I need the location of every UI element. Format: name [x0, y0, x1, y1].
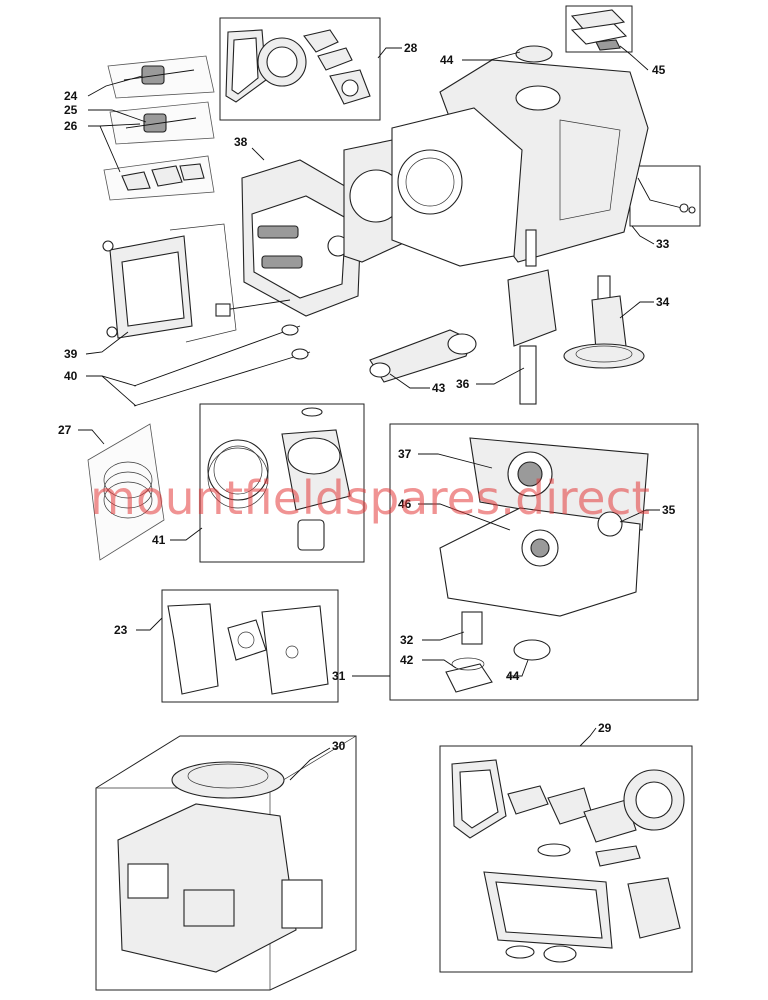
pushrods-40: [133, 324, 311, 407]
callout-41: 41: [152, 533, 166, 547]
crankshaft-36: [507, 229, 557, 405]
rocker-cover-39: [102, 223, 237, 343]
gasket-set-box-29: [439, 745, 693, 973]
callout-numbers: 24 25 26 28 44 45 38 33 34 39 40 43 36 2…: [58, 41, 676, 753]
connecting-rod-43: [369, 329, 477, 383]
callout-34: 34: [656, 295, 670, 309]
callout-38: 38: [234, 135, 248, 149]
gasket-set-box-28: [219, 17, 381, 121]
breather-box-33: [629, 165, 701, 227]
callout-28: 28: [404, 41, 418, 55]
callout-33: 33: [656, 237, 670, 251]
leader-lines: [78, 45, 660, 781]
callout-24: 24: [64, 89, 78, 103]
callout-35: 35: [662, 503, 676, 517]
rocker-arm-kit-26: [103, 155, 215, 201]
callout-31: 31: [332, 669, 346, 683]
callout-27: 27: [58, 423, 72, 437]
callout-30: 30: [332, 739, 346, 753]
callout-32: 32: [400, 633, 414, 647]
callout-26: 26: [64, 119, 78, 133]
camshaft-34: [563, 275, 645, 369]
callout-40: 40: [64, 369, 78, 383]
callout-37: 37: [398, 447, 412, 461]
piston-box-41: [199, 403, 365, 563]
callout-25: 25: [64, 103, 78, 117]
callout-23: 23: [114, 623, 128, 637]
callout-43: 43: [432, 381, 446, 395]
watermark-text: mountfieldspares.direct: [90, 471, 650, 525]
valve-spring-kit-25: [109, 101, 215, 145]
callout-44-bottom: 44: [506, 669, 520, 683]
callout-36: 36: [456, 377, 470, 391]
callout-45: 45: [652, 63, 666, 77]
callout-29: 29: [598, 721, 612, 735]
gasket-box-45: [565, 5, 633, 53]
cylinder-head-38: [215, 159, 363, 317]
callout-42: 42: [400, 653, 414, 667]
engine-box-30: [95, 735, 357, 991]
valve-spring-kit-24: [107, 55, 215, 99]
callout-44-top: 44: [440, 53, 454, 67]
sump-box-31: [389, 423, 699, 701]
heat-shield-box-23: [161, 589, 339, 703]
piston-rings-27: [87, 423, 165, 561]
callout-39: 39: [64, 347, 78, 361]
crankcase: [391, 45, 649, 267]
callout-46: 46: [398, 497, 412, 511]
